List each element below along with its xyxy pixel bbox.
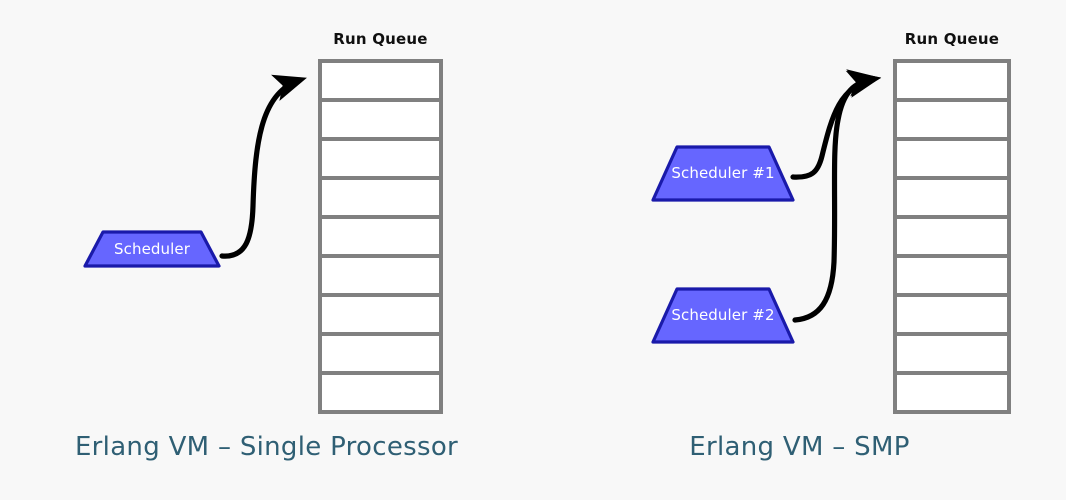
run-queue-cell	[322, 336, 439, 375]
panel-smp: Run Queue Scheduler #1 Scheduler #2 Erla…	[533, 0, 1066, 500]
run-queue-cell	[322, 258, 439, 297]
scheduler-node-1[interactable]: Scheduler #1	[651, 145, 795, 202]
scheduler-label: Scheduler #1	[671, 164, 775, 182]
run-queue-label: Run Queue	[904, 30, 1000, 48]
run-queue-cell	[897, 180, 1007, 219]
run-queue-cell	[322, 102, 439, 141]
run-queue-cell	[897, 297, 1007, 336]
run-queue-cell	[897, 336, 1007, 375]
scheduler-node-single[interactable]: Scheduler	[83, 230, 221, 268]
run-queue-cell	[897, 102, 1007, 141]
trapezoid-shape	[651, 287, 795, 344]
trapezoid-shape	[83, 230, 221, 268]
panel-caption-smp: Erlang VM – SMP	[689, 432, 910, 462]
run-queue-label: Run Queue	[333, 30, 428, 48]
run-queue-smp	[893, 59, 1011, 414]
run-queue-cell	[322, 180, 439, 219]
scheduler-node-2[interactable]: Scheduler #2	[651, 287, 795, 344]
scheduler-label: Scheduler	[114, 239, 190, 258]
run-queue-cell	[322, 375, 439, 410]
run-queue-cell	[897, 141, 1007, 180]
run-queue-cell	[897, 219, 1007, 258]
run-queue-cell	[897, 63, 1007, 102]
run-queue-cell	[322, 297, 439, 336]
run-queue-cell	[897, 258, 1007, 297]
panel-single-processor: Run Queue Scheduler Erlang VM – Single P…	[74, 30, 459, 462]
run-queue-cell	[897, 375, 1007, 410]
panel-caption-single: Erlang VM – Single Processor	[74, 432, 459, 462]
run-queue-cell	[322, 219, 439, 258]
run-queue-cell	[322, 63, 439, 102]
scheduler-label: Scheduler #2	[671, 306, 775, 324]
run-queue-single	[318, 59, 443, 414]
run-queue-cell	[322, 141, 439, 180]
